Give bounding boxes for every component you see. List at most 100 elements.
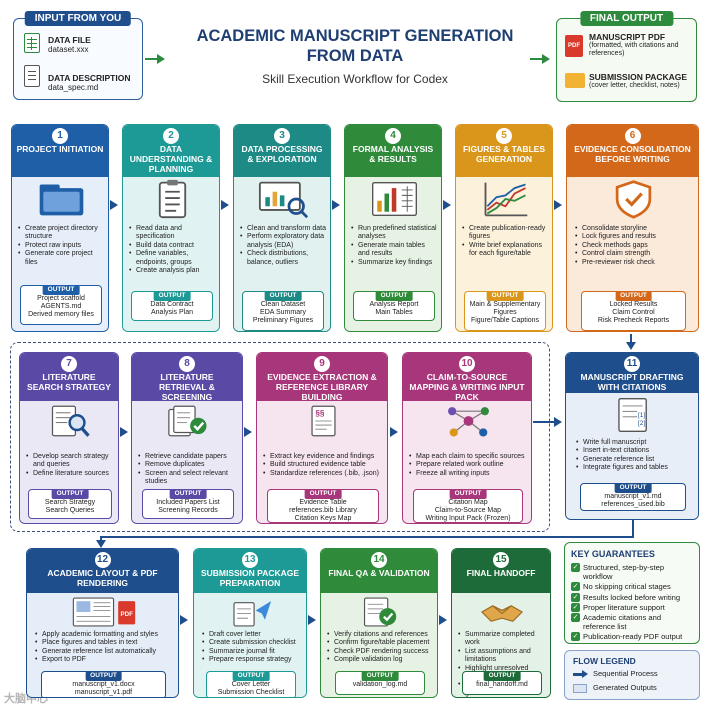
step-8-bullets: Retrieve candidate papersRemove duplicat… [138,453,238,487]
step-6-bullet: Pre-reviewer risk check [575,259,694,267]
step-8-card: 8 LITERATURE RETRIEVAL & SCREENING Retri… [131,352,243,524]
paper-plane-icon [221,595,281,634]
svg-text:[1]: [1] [638,412,645,419]
step-7-output: OUTPUT Search Strategy Search Queries [28,489,112,519]
step-3-header: 3 DATA PROCESSING & EXPLORATION [234,125,330,177]
step-9-output: OUTPUT Evidence Table references.bib Lib… [267,489,379,523]
step-13-output-label: OUTPUT [233,671,270,681]
clipboard-icon [140,179,205,224]
step-9-output-text: Evidence Table references.bib Library Ci… [268,499,378,524]
step-4-output-text: Analysis Report Main Tables [354,301,434,317]
step-14-bullet: Check PDF rendering success [327,648,433,656]
legend-sequential: Sequential Process [593,669,658,678]
guarantee-item: ✓Publication-ready PDF output [571,632,693,641]
step-4-output: OUTPUT Analysis Report Main Tables [353,291,435,321]
step-12-title: ACADEMIC LAYOUT & PDF RENDERING [27,568,178,588]
step-12-bullet: Apply academic formatting and styles [35,631,174,639]
step-3-output-label: OUTPUT [265,291,302,301]
step-3-bullet: Clean and transform data [240,225,326,233]
step-3-output: OUTPUT Clean Dataset EDA Summary Prelimi… [242,291,324,331]
step-14-title: FINAL QA & VALIDATION [321,568,437,578]
step-11-output: OUTPUT manuscript_v1.md references_used.… [580,483,686,511]
step-5-number: 5 [496,128,512,144]
checkmark-icon: ✓ [571,593,580,602]
step-2-output: OUTPUT Data Contract Analysis Plan [131,291,213,321]
step-8-bullet: Retrieve candidate papers [138,453,238,461]
step-8-output-text: Included Papers List Screening Records [143,499,233,515]
step-1-output: OUTPUT Project scaffold AGENTS.md Derive… [20,285,102,325]
step-2-bullet: Define variables, endpoints, groups [129,250,215,267]
flow-arrow [439,615,447,625]
flow-arrow-10-11 [533,421,555,423]
step-3-card: 3 DATA PROCESSING & EXPLORATION Clean an… [233,124,331,332]
step-9-bullets: Extract key evidence and findingsBuild s… [263,453,383,478]
step-2-output-label: OUTPUT [154,291,191,301]
final-output-panel: FINAL OUTPUT PDF MANUSCRIPT PDF(formatte… [556,18,697,102]
step-8-output: OUTPUT Included Papers List Screening Re… [142,489,234,519]
step-13-output: OUTPUT Cover Letter Submission Checklist… [206,671,296,698]
step-6-bullet: Lock figures and results [575,233,694,241]
cited-document-icon: [1][2] [606,395,661,440]
checkmark-icon: ✓ [571,613,580,622]
step-12-bullets: Apply academic formatting and stylesPlac… [35,631,174,665]
flow-arrow-11-12-head [96,540,106,548]
legend-arrow-head-icon [582,670,588,678]
step-15-bullet: List assumptions and limitations [458,648,546,665]
step-14-bullet: Compile validation log [327,656,433,664]
step-11-bullets: Write full manuscriptInsert in-text cita… [576,439,694,473]
monitor-chart-icon [251,179,316,224]
step-4-card: 4 FORMAL ANALYSIS & RESULTS Run predefin… [344,124,442,332]
step-10-bullet: Map each claim to specific sources [409,453,527,461]
step-15-output-label: OUTPUT [484,671,521,681]
step-11-header: 11 MANUSCRIPT DRAFTING WITH CITATIONS [566,353,698,393]
step-1-card: 1 PROJECT INITIATION Create project dire… [11,124,109,332]
step-12-output: OUTPUT manuscript_v1.docx manuscript_v1.… [41,671,166,698]
bar-chart-icon [362,179,427,224]
step-1-bullet: Protect raw inputs [18,242,104,250]
step-11-bullet: Integrate figures and tables [576,464,694,472]
step-4-title: FORMAL ANALYSIS & RESULTS [345,144,441,164]
svg-text:§§: §§ [315,409,325,418]
step-2-output-text: Data Contract Analysis Plan [132,301,212,317]
step-13-bullet: Draft cover letter [202,631,302,639]
step-5-header: 5 FIGURES & TABLES GENERATION [456,125,552,177]
svg-text:PDF: PDF [121,611,134,618]
final-output-package: SUBMISSION PACKAGE(cover letter, checkli… [589,73,695,90]
step-4-output-label: OUTPUT [376,291,413,301]
step-6-number: 6 [625,128,641,144]
handshake-icon [472,595,532,634]
step-9-bullet: Standardize references (.bib, .json) [263,470,383,478]
svg-text:[2]: [2] [638,420,645,427]
flow-arrow [554,200,562,210]
checklist-icon [350,595,410,634]
step-14-output-text: validation_log.md [336,681,424,689]
step-12-card: 12 ACADEMIC LAYOUT & PDF RENDERING PDF A… [26,548,179,698]
step-5-bullets: Create publication-ready figuresWrite br… [462,225,548,259]
step-5-title: FIGURES & TABLES GENERATION [456,144,552,164]
magnifier-icon [39,403,102,444]
step-14-output: OUTPUT validation_log.md [335,671,425,695]
step-6-card: 6 EVIDENCE CONSOLIDATION BEFORE WRITING … [566,124,699,332]
step-6-output-text: Locked Results Claim Control Risk Preche… [582,301,685,326]
step-13-bullet: Create submission checklist [202,639,302,647]
guarantee-item: ✓No skipping critical stages [571,582,693,591]
step-9-output-label: OUTPUT [305,489,342,499]
input-header: INPUT FROM YOU [25,11,131,26]
step-3-output-text: Clean Dataset EDA Summary Preliminary Fi… [243,301,323,326]
step-8-output-label: OUTPUT [170,489,207,499]
step-12-output-label: OUTPUT [85,671,122,681]
flow-arrow [308,615,316,625]
step-13-header: 13 SUBMISSION PACKAGE PREPARATION [194,549,306,593]
step-9-card: 9 EVIDENCE EXTRACTION & REFERENCE LIBRAR… [256,352,388,524]
step-11-output-label: OUTPUT [615,483,652,493]
step-2-bullet: Build data contract [129,242,215,250]
step-15-number: 15 [493,552,509,568]
step-15-output-text: final_handoff.md [463,681,541,689]
step-11-number: 11 [624,356,640,372]
step-10-bullet: Prepare related work outline [409,461,527,469]
step-3-bullets: Clean and transform dataPerform explorat… [240,225,326,267]
step-6-header: 6 EVIDENCE CONSOLIDATION BEFORE WRITING [567,125,698,177]
flow-arrow-11-12 [632,520,634,536]
step-14-bullets: Verify citations and referencesConfirm f… [327,631,433,665]
step-15-header: 15 FINAL HANDOFF [452,549,550,593]
